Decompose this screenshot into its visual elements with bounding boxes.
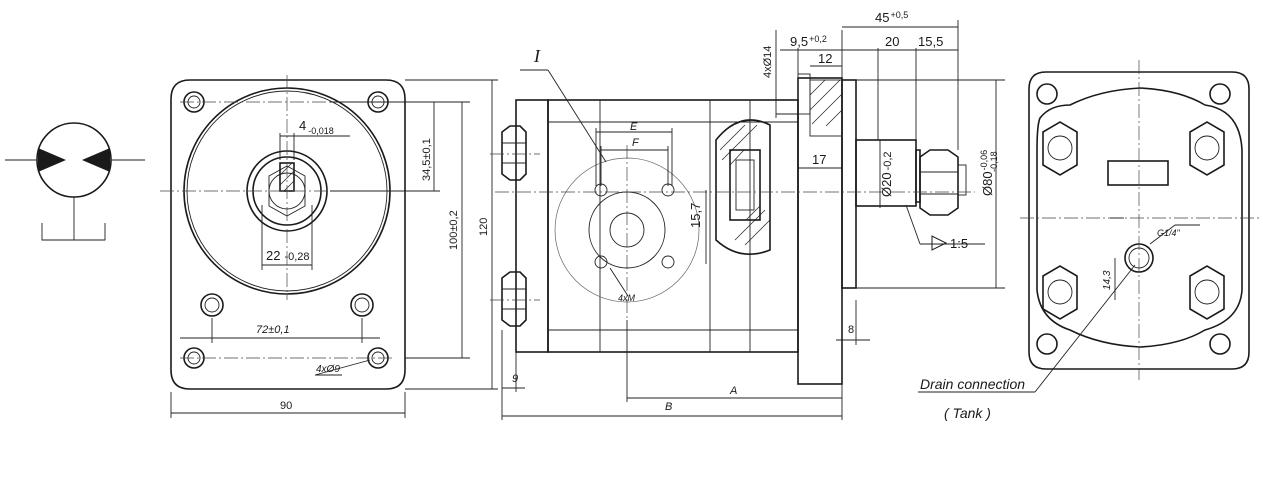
dim-8-label: 8: [848, 324, 854, 336]
dim-b-label: B: [665, 401, 672, 413]
dim-15-7-label: 15,7: [688, 203, 703, 228]
bore-spacing-label: 100±0,2: [448, 210, 460, 250]
len-20-label: 20: [885, 34, 899, 49]
taper-label: 1:5: [950, 236, 968, 251]
key-width-label: 4-0,018: [299, 118, 334, 136]
section-mark-label: I: [533, 46, 541, 66]
port-thread-label: G1/4": [1157, 228, 1181, 238]
tank-label: ( Tank ): [944, 405, 991, 421]
hydraulic-pump-symbol: [5, 122, 145, 241]
shaft-depth-label: 22-0,28: [266, 248, 310, 263]
flange-width-label: 90: [280, 400, 292, 412]
drain-connection-label: Drain connection: [920, 376, 1025, 392]
overall-length-label: 45+0,5: [875, 10, 908, 25]
thread-4xm-label: 4xM: [618, 293, 636, 303]
shaft-dia-label: Ø20-0,2: [879, 151, 894, 197]
holes-4x14-label: 4xØ14: [762, 46, 774, 78]
spigot-dia-label: Ø80-0,06-0,18: [979, 150, 999, 196]
dimension-labels: 4-0,018 34,5±0,1 100±0,2 120 22-0,28 72±…: [256, 10, 1181, 421]
len-15-5-label: 15,5: [918, 34, 943, 49]
len-12-label: 12: [818, 51, 832, 66]
rear-view: [918, 60, 1260, 393]
dim-f-label: F: [632, 137, 640, 149]
spigot-len-label: 9,5+0,2: [790, 34, 827, 49]
dim-9-label: 9: [512, 373, 518, 385]
bolt-holes-label: 4xØ9: [316, 364, 340, 375]
shaft-height-label: 34,5±0,1: [421, 138, 433, 181]
bolt-spacing-label: 72±0,1: [256, 324, 290, 336]
dim-a-label: A: [729, 385, 737, 397]
side-view: [490, 20, 1005, 420]
flange-height-label: 120: [478, 218, 490, 236]
dim-14-3-label: 14,3: [1102, 270, 1113, 290]
front-view: [160, 75, 498, 418]
dim-e-label: E: [630, 121, 638, 133]
dim-17-label: 17: [812, 152, 826, 167]
